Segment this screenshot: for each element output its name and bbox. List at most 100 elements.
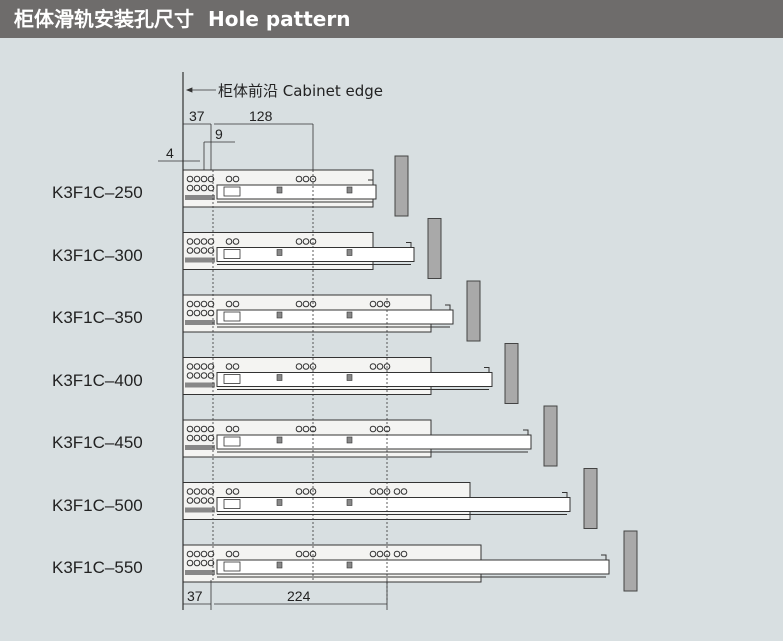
slide-hook bbox=[484, 367, 490, 373]
mount-hole bbox=[207, 175, 215, 183]
slide-clip bbox=[223, 311, 241, 322]
slide-hook bbox=[562, 492, 568, 498]
slide-tab bbox=[276, 561, 283, 569]
drawer-slide bbox=[216, 497, 571, 512]
mount-hole bbox=[186, 550, 194, 558]
mount-hole bbox=[207, 434, 215, 442]
rail-strip bbox=[185, 257, 215, 263]
mount-hole bbox=[207, 497, 215, 504]
mount-hole bbox=[207, 488, 215, 495]
mount-hole bbox=[225, 550, 233, 558]
slide-tab bbox=[346, 311, 353, 319]
mount-hole bbox=[186, 372, 194, 379]
slide-tab bbox=[346, 436, 353, 444]
rail-strip bbox=[185, 445, 215, 450]
mount-hole bbox=[302, 300, 310, 308]
mount-hole bbox=[200, 425, 208, 433]
drawer-front-panel bbox=[427, 218, 442, 279]
slide-tab bbox=[276, 249, 283, 256]
slide-row bbox=[182, 530, 638, 592]
mount-hole bbox=[295, 363, 303, 370]
drawer-front-panel bbox=[504, 343, 519, 404]
drawer-slide bbox=[216, 184, 377, 200]
mount-hole bbox=[400, 550, 408, 558]
mount-hole bbox=[225, 488, 233, 495]
slide-tab bbox=[276, 311, 283, 319]
page-header: 柜体滑轨安装孔尺寸 Hole pattern bbox=[0, 0, 783, 38]
mount-hole bbox=[186, 247, 194, 254]
slide-tab bbox=[346, 499, 353, 506]
slide-clip bbox=[223, 436, 241, 447]
mount-hole bbox=[200, 434, 208, 442]
dim-224: 224 bbox=[287, 588, 311, 604]
mount-hole bbox=[302, 238, 310, 245]
slide-row bbox=[182, 218, 442, 279]
mount-hole bbox=[186, 425, 194, 433]
mount-hole bbox=[200, 488, 208, 495]
mount-hole bbox=[200, 550, 208, 558]
mount-hole bbox=[369, 300, 377, 308]
mount-hole bbox=[302, 363, 310, 370]
mount-hole bbox=[376, 425, 384, 433]
mount-hole bbox=[232, 425, 240, 433]
mount-hole bbox=[186, 488, 194, 495]
rail-strip bbox=[185, 320, 215, 325]
mount-hole bbox=[193, 300, 201, 308]
model-label: K3F1C–350 bbox=[52, 308, 143, 327]
model-label: K3F1C–450 bbox=[52, 433, 143, 452]
drawer-front-panel bbox=[466, 280, 481, 342]
dim-37-bottom: 37 bbox=[187, 588, 203, 604]
mount-hole bbox=[186, 309, 194, 317]
slide-clip bbox=[223, 561, 241, 572]
rail-strip bbox=[185, 570, 215, 575]
mount-hole bbox=[200, 309, 208, 317]
title-en: Hole pattern bbox=[208, 7, 351, 31]
mount-hole bbox=[302, 488, 310, 495]
mount-hole bbox=[207, 247, 215, 254]
drawer-slide bbox=[216, 372, 493, 387]
rail-strip bbox=[185, 195, 215, 200]
mount-hole bbox=[186, 184, 194, 192]
mount-hole bbox=[193, 550, 201, 558]
drawer-slide bbox=[216, 559, 610, 575]
drawer-slide bbox=[216, 247, 415, 262]
mount-hole bbox=[376, 363, 384, 370]
mount-hole bbox=[302, 550, 310, 558]
slide-clip bbox=[223, 374, 241, 384]
mount-hole bbox=[200, 175, 208, 183]
slide-tab bbox=[276, 436, 283, 444]
mount-hole bbox=[200, 184, 208, 192]
mount-hole bbox=[207, 300, 215, 308]
mount-hole bbox=[193, 247, 201, 254]
mount-hole bbox=[193, 372, 201, 379]
dimension-lines bbox=[158, 87, 388, 610]
slide-row bbox=[182, 405, 558, 467]
mount-hole bbox=[200, 497, 208, 504]
mount-hole bbox=[393, 550, 401, 558]
mount-hole bbox=[193, 559, 201, 567]
drawer-slide bbox=[216, 434, 532, 450]
slide-tab bbox=[276, 499, 283, 506]
mount-hole bbox=[186, 238, 194, 245]
mount-hole bbox=[193, 238, 201, 245]
mount-hole bbox=[376, 550, 384, 558]
slide-row bbox=[182, 155, 409, 217]
drawer-front-panel bbox=[623, 530, 638, 592]
mount-hole bbox=[225, 238, 233, 245]
mount-hole bbox=[232, 550, 240, 558]
dim-37-top: 37 bbox=[189, 108, 205, 124]
mount-hole bbox=[193, 425, 201, 433]
mount-hole bbox=[295, 238, 303, 245]
mount-hole bbox=[207, 184, 215, 192]
mount-hole bbox=[207, 425, 215, 433]
mount-hole bbox=[295, 300, 303, 308]
mount-hole bbox=[369, 425, 377, 433]
title-cn: 柜体滑轨安装孔尺寸 bbox=[14, 7, 194, 31]
mount-hole bbox=[393, 488, 401, 495]
mount-hole bbox=[200, 247, 208, 254]
dim-4: 4 bbox=[166, 145, 174, 161]
mount-hole bbox=[207, 238, 215, 245]
model-label: K3F1C–550 bbox=[52, 558, 143, 577]
mount-hole bbox=[207, 363, 215, 370]
